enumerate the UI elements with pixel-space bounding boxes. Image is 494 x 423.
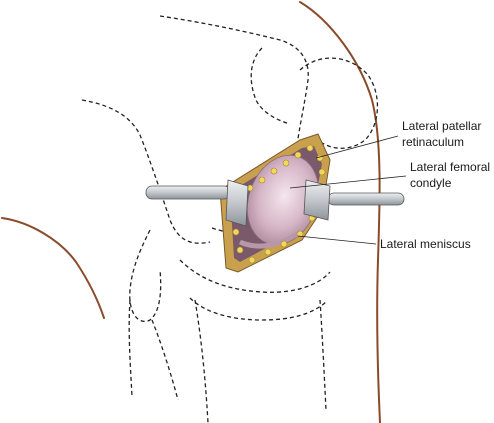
label-lateral-femoral-condyle-line1: Lateral femoral	[410, 160, 490, 174]
label-lateral-femoral-condyle-line2: condyle	[410, 176, 452, 190]
label-lateral-patellar-retinaculum-line1: Lateral patellar	[402, 119, 481, 133]
right-retractor	[303, 179, 405, 221]
incision	[219, 133, 331, 273]
leader-lines	[289, 135, 407, 245]
left-retractor	[145, 179, 249, 227]
tibia-outline	[179, 259, 331, 293]
label-lateral-meniscus: Lateral meniscus	[380, 237, 471, 251]
femur-outline	[159, 15, 309, 161]
fibula-outline	[129, 229, 162, 322]
femur-inner-outline	[81, 99, 211, 244]
lateral-meniscus	[238, 229, 302, 249]
label-lateral-patellar-retinaculum-line2: retinaculum	[402, 135, 464, 149]
bone-outlines	[81, 15, 379, 423]
patella-outline	[299, 57, 379, 149]
